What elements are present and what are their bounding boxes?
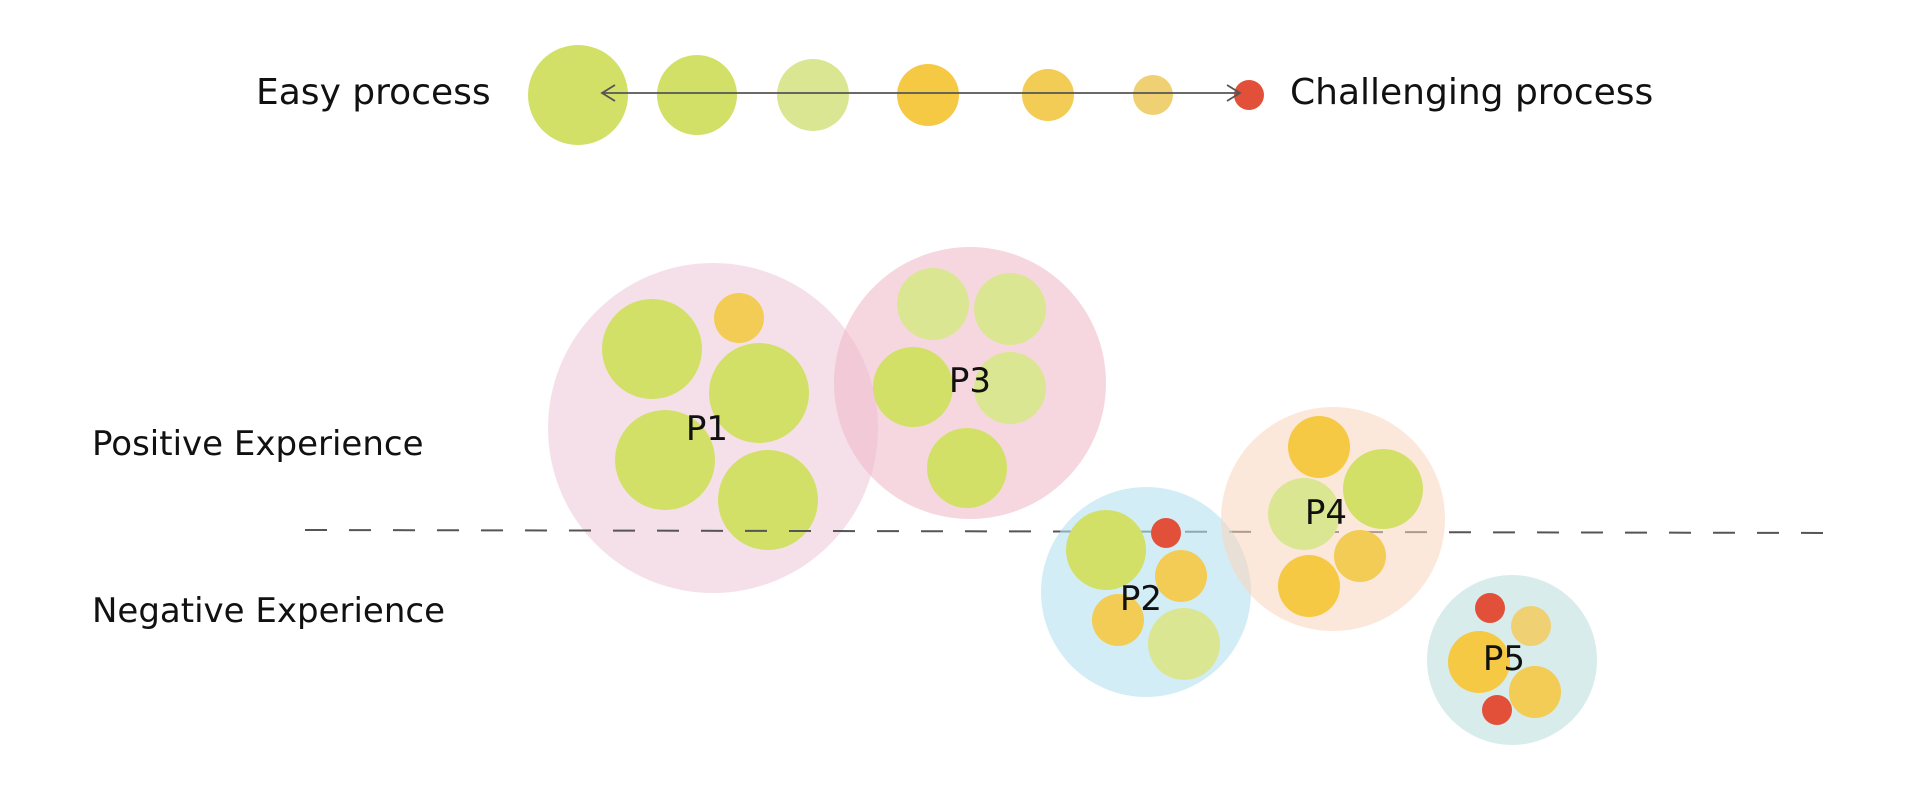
- process-bubble: [1448, 631, 1510, 693]
- process-bubble: [615, 410, 715, 510]
- process-bubble: [1278, 555, 1340, 617]
- legend-circle-7: [1234, 80, 1264, 110]
- p1-label: P1: [686, 409, 728, 449]
- process-bubble: [974, 352, 1046, 424]
- process-bubble: [1343, 449, 1423, 529]
- legend-circle-1: [528, 45, 628, 145]
- legend-circle-4: [897, 64, 959, 126]
- p2-label: P2: [1120, 579, 1162, 619]
- process-bubble: [1092, 594, 1144, 646]
- positive-experience-label: Positive Experience: [92, 424, 423, 464]
- legend-circle-6: [1133, 75, 1173, 115]
- process-bubble: [1155, 550, 1207, 602]
- legend-easy-label: Easy process: [256, 72, 491, 113]
- participant-p2: P2: [1041, 487, 1251, 697]
- process-bubble: [897, 268, 969, 340]
- process-bubble: [927, 428, 1007, 508]
- negative-experience-label: Negative Experience: [92, 591, 445, 631]
- process-bubble: [873, 347, 953, 427]
- process-bubble: [709, 343, 809, 443]
- legend-circle-2: [657, 55, 737, 135]
- process-bubble: [1268, 478, 1340, 550]
- process-legend: Easy process Challenging process: [256, 45, 1653, 145]
- legend-double-arrow: [600, 84, 1242, 102]
- process-bubble: [1148, 608, 1220, 680]
- participant-p4: P4: [1221, 407, 1445, 631]
- process-bubble: [714, 293, 764, 343]
- process-bubble: [1482, 695, 1512, 725]
- legend-circle-3: [777, 59, 849, 131]
- process-bubble: [974, 273, 1046, 345]
- participant-p5: P5: [1427, 575, 1597, 745]
- process-bubble: [1475, 593, 1505, 623]
- process-bubble: [1511, 606, 1551, 646]
- process-bubble: [1509, 666, 1561, 718]
- legend-challenging-label: Challenging process: [1290, 72, 1653, 113]
- p3-label: P3: [949, 361, 991, 401]
- participant-p3: P3: [834, 247, 1106, 519]
- participant-p1: P1: [548, 263, 878, 593]
- legend-circle-5: [1022, 69, 1074, 121]
- process-bubble: [718, 450, 818, 550]
- process-bubble: [1151, 518, 1181, 548]
- p5-label: P5: [1483, 639, 1525, 679]
- process-bubble: [1334, 530, 1386, 582]
- p4-label: P4: [1305, 493, 1347, 533]
- experience-divider-line: [304, 529, 1846, 534]
- process-bubble: [1288, 416, 1350, 478]
- process-bubble: [1066, 510, 1146, 590]
- process-bubble: [602, 299, 702, 399]
